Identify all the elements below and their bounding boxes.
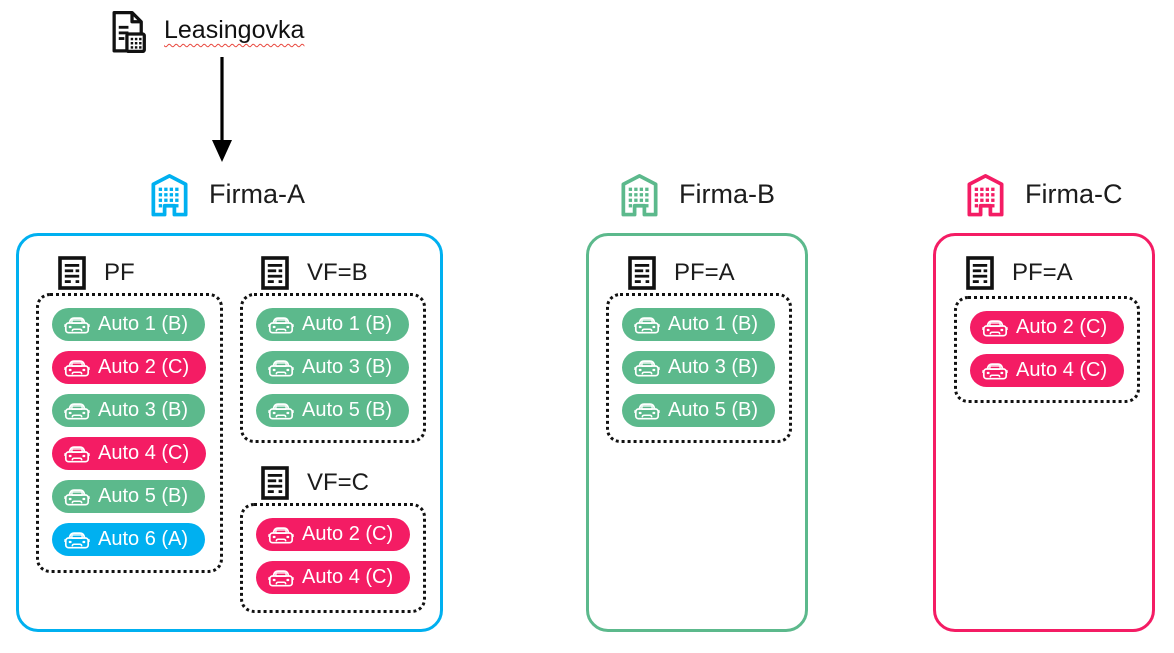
auto-label: Auto 5 (B) (98, 485, 189, 507)
auto-label: Auto 3 (B) (302, 356, 393, 378)
fleet-group-pf-a: Auto 1 (B) Auto 3 (B) Auto 5 (B) (606, 293, 792, 443)
building-icon (962, 171, 1009, 218)
auto-label: Auto 1 (B) (668, 313, 759, 335)
section-header-vf-c: VF=C (261, 466, 369, 500)
auto-pill: Auto 4 (C) (52, 437, 207, 470)
auto-label: Auto 4 (C) (302, 566, 394, 588)
down-arrow-icon (212, 57, 232, 162)
list-document-icon (628, 256, 656, 290)
car-icon (64, 358, 90, 378)
section-label: PF (104, 259, 135, 286)
auto-label: Auto 2 (C) (98, 356, 190, 378)
list-document-icon (261, 466, 289, 500)
auto-label: Auto 3 (B) (668, 356, 759, 378)
car-icon (634, 358, 660, 378)
company-name: Firma-C (1025, 178, 1123, 209)
auto-label: Auto 1 (B) (98, 313, 189, 335)
company-box-firma-b: PF=A Auto 1 (B) Auto 3 (B) Auto 5 (B) (586, 233, 808, 632)
list-document-icon (58, 256, 86, 290)
company-box-firma-a: PF Auto 1 (B) Auto 2 (C) Auto 3 (B) Auto… (16, 233, 443, 632)
auto-pill: Auto 1 (B) (622, 308, 776, 341)
auto-pill: Auto 3 (B) (256, 351, 410, 384)
report-document-icon (107, 9, 154, 56)
lease-label: Leasingovka (164, 16, 305, 44)
section-label: VF=B (307, 259, 368, 286)
fleet-group-pf-a: Auto 2 (C) Auto 4 (C) (954, 296, 1140, 403)
car-icon (64, 401, 90, 421)
auto-label: Auto 2 (C) (302, 523, 394, 545)
company-name: Firma-B (679, 178, 775, 209)
auto-pill: Auto 2 (C) (256, 518, 411, 551)
car-icon (634, 401, 660, 421)
car-icon (982, 318, 1008, 338)
list-document-icon (261, 256, 289, 290)
auto-pill: Auto 5 (B) (622, 394, 776, 427)
car-icon (982, 361, 1008, 381)
car-icon (268, 568, 294, 588)
auto-label: Auto 5 (B) (302, 399, 393, 421)
fleet-group-vf-b: Auto 1 (B) Auto 3 (B) Auto 5 (B) (240, 293, 426, 443)
car-icon (64, 487, 90, 507)
auto-pill: Auto 3 (B) (52, 394, 206, 427)
section-label: PF=A (1012, 259, 1073, 286)
car-icon (268, 401, 294, 421)
auto-pill: Auto 4 (C) (970, 354, 1125, 387)
auto-pill: Auto 3 (B) (622, 351, 776, 384)
company-name: Firma-A (209, 178, 305, 209)
company-header-firma-b: Firma-B (616, 170, 775, 218)
section-label: PF=A (674, 259, 735, 286)
section-header-vf-b: VF=B (261, 256, 368, 290)
auto-label: Auto 2 (C) (1016, 316, 1108, 338)
auto-pill: Auto 2 (C) (52, 351, 207, 384)
list-document-icon (966, 256, 994, 290)
section-header-pf: PF (58, 256, 135, 290)
car-icon (64, 530, 90, 550)
section-label: VF=C (307, 469, 370, 496)
auto-pill: Auto 6 (A) (52, 523, 206, 556)
building-icon (616, 171, 663, 218)
car-icon (268, 315, 294, 335)
auto-label: Auto 4 (C) (98, 442, 190, 464)
auto-label: Auto 5 (B) (668, 399, 759, 421)
car-icon (268, 525, 294, 545)
auto-pill: Auto 5 (B) (52, 480, 206, 513)
section-header-pf-a: PF=A (966, 256, 1073, 290)
company-box-firma-c: PF=A Auto 2 (C) Auto 4 (C) (933, 233, 1155, 632)
building-icon (146, 171, 193, 218)
car-icon (268, 358, 294, 378)
car-icon (64, 444, 90, 464)
car-icon (634, 315, 660, 335)
company-header-firma-a: Firma-A (146, 170, 305, 218)
auto-label: Auto 3 (B) (98, 399, 189, 421)
auto-pill: Auto 1 (B) (256, 308, 410, 341)
auto-pill: Auto 5 (B) (256, 394, 410, 427)
auto-label: Auto 1 (B) (302, 313, 393, 335)
auto-label: Auto 6 (A) (98, 528, 189, 550)
company-header-firma-c: Firma-C (962, 170, 1122, 218)
car-icon (64, 315, 90, 335)
auto-pill: Auto 1 (B) (52, 308, 206, 341)
fleet-group-vf-c: Auto 2 (C) Auto 4 (C) (240, 503, 426, 613)
auto-pill: Auto 2 (C) (970, 311, 1125, 344)
auto-pill: Auto 4 (C) (256, 561, 411, 594)
auto-label: Auto 4 (C) (1016, 359, 1108, 381)
section-header-pf-a: PF=A (628, 256, 735, 290)
fleet-group-pf: Auto 1 (B) Auto 2 (C) Auto 3 (B) Auto 4 … (36, 293, 223, 573)
